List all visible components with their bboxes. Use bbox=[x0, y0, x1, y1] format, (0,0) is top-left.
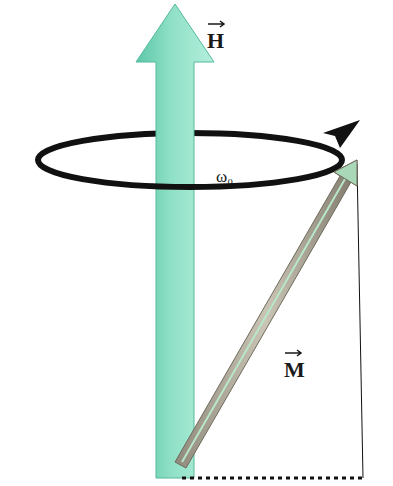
magnetization-highlight bbox=[182, 172, 349, 462]
ring-arrowhead bbox=[323, 120, 360, 148]
ring-front bbox=[38, 160, 342, 187]
projection-dotted bbox=[182, 477, 363, 480]
vector-marks bbox=[208, 21, 301, 356]
magnetization-arrow bbox=[175, 160, 357, 468]
frequency-label: ω₀ bbox=[216, 168, 233, 185]
projection-line bbox=[357, 164, 363, 478]
field-arrow bbox=[136, 4, 214, 478]
field-label: H bbox=[207, 30, 224, 52]
magnetization-label: M bbox=[284, 359, 305, 381]
magnetization-head bbox=[334, 160, 357, 186]
